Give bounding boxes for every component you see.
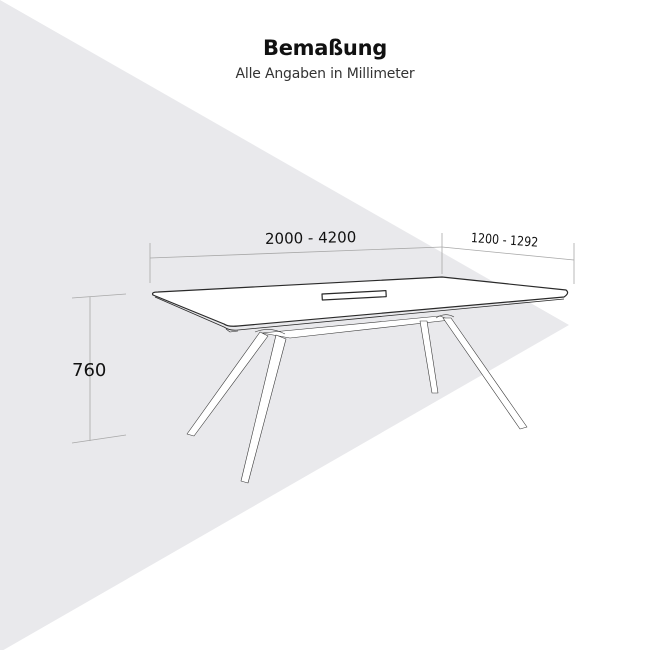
page-title: Bemaßung (263, 36, 387, 60)
dimension-height-label: 760 (72, 360, 107, 381)
table-top (151, 276, 569, 333)
page-subtitle: Alle Angaben in Millimeter (235, 66, 415, 82)
dimension-lines (71, 233, 575, 444)
dimension-width-label: 2000 - 4200 (264, 228, 357, 248)
table-legs (186, 314, 528, 484)
